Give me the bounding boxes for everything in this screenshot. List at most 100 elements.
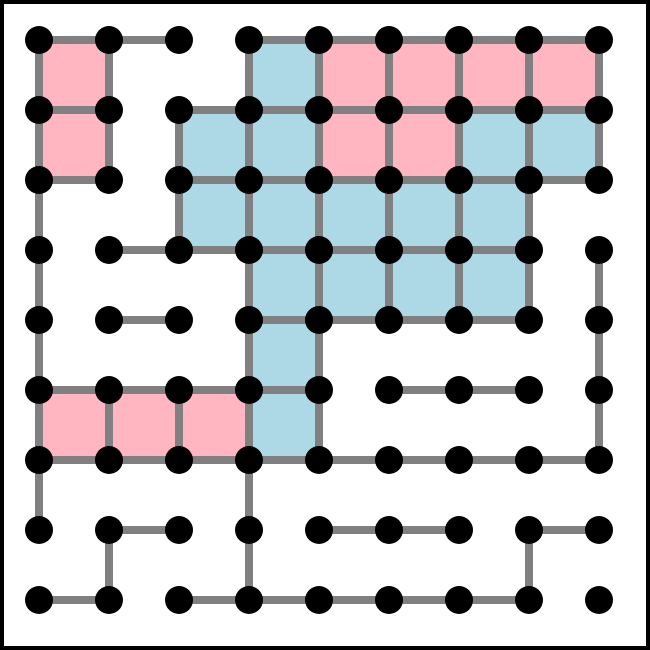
grid-dot[interactable] (25, 306, 53, 334)
cell-blue[interactable] (249, 320, 319, 390)
grid-dot[interactable] (25, 586, 53, 614)
grid-dot[interactable] (165, 586, 193, 614)
grid-dot[interactable] (585, 166, 613, 194)
grid-dot[interactable] (445, 446, 473, 474)
grid-dot[interactable] (445, 306, 473, 334)
cell-blue[interactable] (249, 40, 319, 110)
grid-dot[interactable] (375, 306, 403, 334)
grid-dot[interactable] (585, 586, 613, 614)
grid-dot[interactable] (585, 446, 613, 474)
cell-blue[interactable] (249, 250, 319, 320)
grid-dot[interactable] (445, 376, 473, 404)
grid-dot[interactable] (305, 446, 333, 474)
cell-blue[interactable] (179, 110, 249, 180)
grid-dot[interactable] (585, 306, 613, 334)
cell-pink[interactable] (389, 110, 459, 180)
grid-dot[interactable] (165, 446, 193, 474)
grid-dot[interactable] (305, 586, 333, 614)
grid-dot[interactable] (305, 306, 333, 334)
grid-dot[interactable] (95, 26, 123, 54)
cell-blue[interactable] (179, 180, 249, 250)
cell-pink[interactable] (529, 40, 599, 110)
grid-dot[interactable] (305, 236, 333, 264)
grid-dot[interactable] (445, 516, 473, 544)
grid-dot[interactable] (95, 236, 123, 264)
grid-dot[interactable] (165, 96, 193, 124)
grid-dot[interactable] (95, 96, 123, 124)
grid-dot[interactable] (25, 376, 53, 404)
grid-dot[interactable] (585, 516, 613, 544)
cell-blue[interactable] (319, 250, 389, 320)
grid-dot[interactable] (305, 26, 333, 54)
grid-dot[interactable] (235, 96, 263, 124)
cell-pink[interactable] (39, 40, 109, 110)
cell-blue[interactable] (249, 110, 319, 180)
grid-dot[interactable] (515, 446, 543, 474)
cell-blue[interactable] (389, 250, 459, 320)
grid-dot[interactable] (375, 236, 403, 264)
grid-dot[interactable] (445, 166, 473, 194)
cell-pink[interactable] (319, 40, 389, 110)
grid-dot[interactable] (515, 96, 543, 124)
grid-dot[interactable] (165, 166, 193, 194)
grid-dot[interactable] (515, 516, 543, 544)
grid-dot[interactable] (95, 516, 123, 544)
cell-blue[interactable] (319, 180, 389, 250)
grid-dot[interactable] (95, 166, 123, 194)
grid-dot[interactable] (375, 446, 403, 474)
cell-pink[interactable] (39, 110, 109, 180)
grid-dot[interactable] (95, 446, 123, 474)
grid-dot[interactable] (165, 376, 193, 404)
cell-pink[interactable] (459, 40, 529, 110)
grid-dot[interactable] (445, 26, 473, 54)
grid-dot[interactable] (25, 236, 53, 264)
grid-dot[interactable] (25, 26, 53, 54)
grid-dot[interactable] (25, 96, 53, 124)
grid-dot[interactable] (235, 306, 263, 334)
grid-dot[interactable] (445, 236, 473, 264)
cell-pink[interactable] (109, 390, 179, 460)
grid-dot[interactable] (585, 96, 613, 124)
grid-dot[interactable] (25, 446, 53, 474)
grid-dot[interactable] (305, 96, 333, 124)
grid-dot[interactable] (515, 26, 543, 54)
cell-pink[interactable] (319, 110, 389, 180)
grid-dot[interactable] (165, 306, 193, 334)
grid-dot[interactable] (445, 586, 473, 614)
grid-dot[interactable] (95, 586, 123, 614)
grid-dot[interactable] (585, 376, 613, 404)
grid-dot[interactable] (375, 166, 403, 194)
cell-blue[interactable] (249, 180, 319, 250)
grid-dot[interactable] (375, 96, 403, 124)
cell-pink[interactable] (389, 40, 459, 110)
cell-blue[interactable] (249, 390, 319, 460)
grid-dot[interactable] (515, 306, 543, 334)
grid-dot[interactable] (375, 376, 403, 404)
cell-blue[interactable] (459, 180, 529, 250)
grid-dot[interactable] (375, 586, 403, 614)
grid-dot[interactable] (235, 166, 263, 194)
grid-dot[interactable] (165, 516, 193, 544)
grid-dot[interactable] (375, 26, 403, 54)
grid-dot[interactable] (235, 446, 263, 474)
grid-dot[interactable] (165, 236, 193, 264)
cell-blue[interactable] (459, 110, 529, 180)
grid-dot[interactable] (95, 306, 123, 334)
cell-pink[interactable] (39, 390, 109, 460)
grid-dot[interactable] (585, 236, 613, 264)
grid-dot[interactable] (445, 96, 473, 124)
grid-dot[interactable] (305, 516, 333, 544)
grid-dot[interactable] (515, 236, 543, 264)
grid-dot[interactable] (95, 376, 123, 404)
grid-dot[interactable] (235, 376, 263, 404)
grid-dot[interactable] (235, 236, 263, 264)
grid-dot[interactable] (515, 376, 543, 404)
cell-blue[interactable] (389, 180, 459, 250)
grid-dot[interactable] (585, 26, 613, 54)
grid-dot[interactable] (235, 586, 263, 614)
grid-dot[interactable] (305, 166, 333, 194)
grid-dot[interactable] (235, 516, 263, 544)
grid-dot[interactable] (235, 26, 263, 54)
grid-dot[interactable] (165, 26, 193, 54)
cell-pink[interactable] (179, 390, 249, 460)
